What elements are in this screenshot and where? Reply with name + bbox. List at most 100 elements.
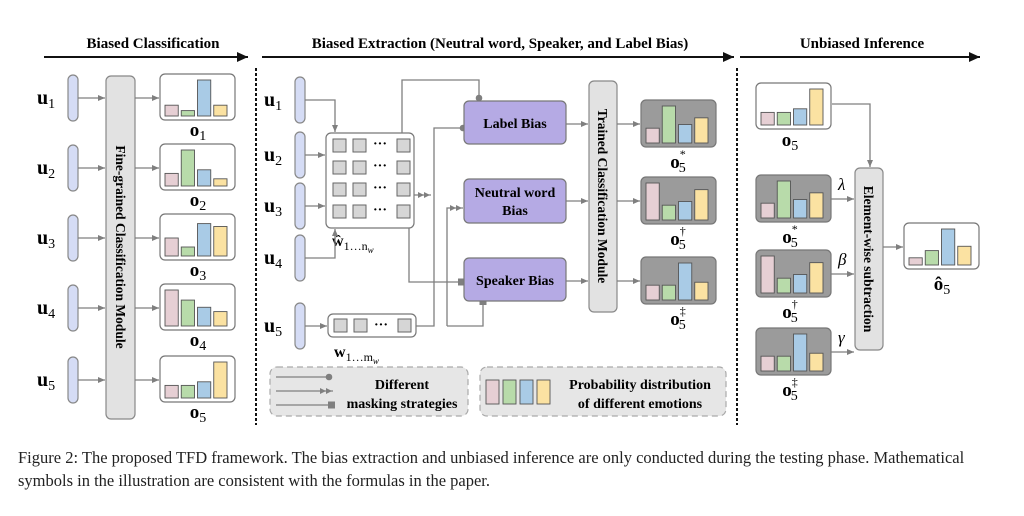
weighted-bias-label: o‡5 [782,375,798,404]
masking-legend-line1: Different [375,378,429,393]
output-label: o2 [190,190,207,214]
emotion-bar-2 [776,111,791,126]
matrix-label: ŵ1…nw [332,233,374,255]
utterance-vector [294,302,306,350]
utterance-vector [294,131,306,179]
utterance-1: u1 [264,76,306,124]
word-cell [332,138,347,153]
gamma-weight: γ [838,328,846,347]
emotion-bar-3 [678,124,693,144]
speaker-bias-module: Speaker Bias [463,257,567,302]
emotion-bar-1 [164,289,179,327]
word-cell [396,182,411,197]
utterance-2: u2 [37,144,79,192]
emotion-bar-4 [957,245,972,266]
inference-input-o5 [755,82,832,130]
section-title: Biased Classification [87,36,221,52]
emotion-bar-3 [197,169,212,187]
emotion-bar-1 [760,202,775,219]
neutral-word-bias-label: Neutral word [475,186,556,201]
utterance-3: u3 [264,182,306,230]
word-cell [352,138,367,153]
emotion-bar-3 [197,381,212,399]
neutral-word-bias-label-line2: Bias [502,204,528,219]
utterance-label: u2 [264,144,282,169]
emotion-bar-2 [776,277,791,294]
weighted-bias-label: o*5 [782,222,798,251]
biased-output-o2 [159,143,236,191]
emotion-bar-2 [661,284,676,301]
trained-classification-module [588,80,618,313]
inference-input-label: o5 [782,130,799,154]
utterance-vector [67,144,79,192]
unbiased-output-o5-hat [903,222,980,270]
figure-caption: Figure 2: The proposed TFD framework. Th… [18,448,965,490]
emotion-bar-1 [908,257,923,266]
emotion-bar-1 [645,127,660,144]
emotion-bar-4 [694,117,709,144]
section-title: Biased Extraction (Neutral word, Speaker… [312,36,689,52]
biased-output-o4 [159,283,236,331]
utterance-5: u5 [37,356,79,404]
element-wise-subtraction-module [854,167,884,351]
ellipsis: ··· [374,318,388,333]
utterance-vector [294,234,306,282]
emotion-bar-4 [213,178,228,187]
emotion-bar-3 [941,228,956,266]
emotion-bar-3 [793,333,808,372]
emotion-bar-1 [760,111,775,126]
word-cell [352,204,367,219]
output-label: o1 [190,120,207,144]
biased-output-o1 [159,73,236,121]
ellipsis: ··· [373,159,387,174]
utterance-label: u5 [37,369,55,394]
matrix-frame [325,132,415,229]
utterance-vector [294,182,306,230]
emotion-bar-3 [197,223,212,257]
section-header-biased-classification: Biased Classification [44,36,248,62]
emotion-bar-4 [213,361,228,399]
word-cell [396,138,411,153]
emotion-bar-3 [678,201,693,221]
emotion-bar-1 [164,172,179,187]
utterance-label: u4 [264,247,282,272]
emotion-bar-3 [793,108,808,126]
emotion-bar-4 [809,192,824,219]
emotion-swatch-3 [519,379,534,405]
bias-output-o5-dagger [640,176,717,225]
emotion-bar-4 [213,226,228,257]
emotion-bar-2 [924,250,939,266]
emotion-bar-1 [760,355,775,372]
row-label: w1…mw [334,344,379,366]
utterance-label: u1 [37,87,55,112]
emotion-bar-4 [809,352,824,372]
prob-legend-line1: Probability distribution [569,378,711,393]
emotion-bar-3 [793,199,808,219]
emotion-bar-1 [645,284,660,301]
emotion-bar-2 [180,384,195,399]
word-cell [352,182,367,197]
output-label: o4 [190,330,207,354]
bias-output-label: o†5 [670,224,686,253]
word-cell [397,318,412,333]
emotion-swatch-1 [485,379,500,405]
word-cell [396,204,411,219]
utterance-2: u2 [264,131,306,179]
word-cell [332,160,347,175]
word-cell [333,318,348,333]
emotion-bar-3 [793,274,808,294]
tfd-framework-diagram: Biased Classification Biased Extraction … [37,36,980,426]
emotion-bar-2 [661,105,676,144]
utterance-vector [67,74,79,122]
word-cell [396,160,411,175]
label-bias-module: Label Bias [463,100,567,145]
emotion-bar-2 [180,299,195,327]
bias-output-label: o*5 [670,147,686,176]
emotion-bar-4 [694,281,709,301]
emotion-bar-2 [180,149,195,187]
weighted-bias-output-1 [755,174,832,223]
ellipsis: ··· [373,181,387,196]
masking-strategy-legend: Different masking strategies [269,366,469,417]
emotion-swatch-2 [502,379,517,405]
